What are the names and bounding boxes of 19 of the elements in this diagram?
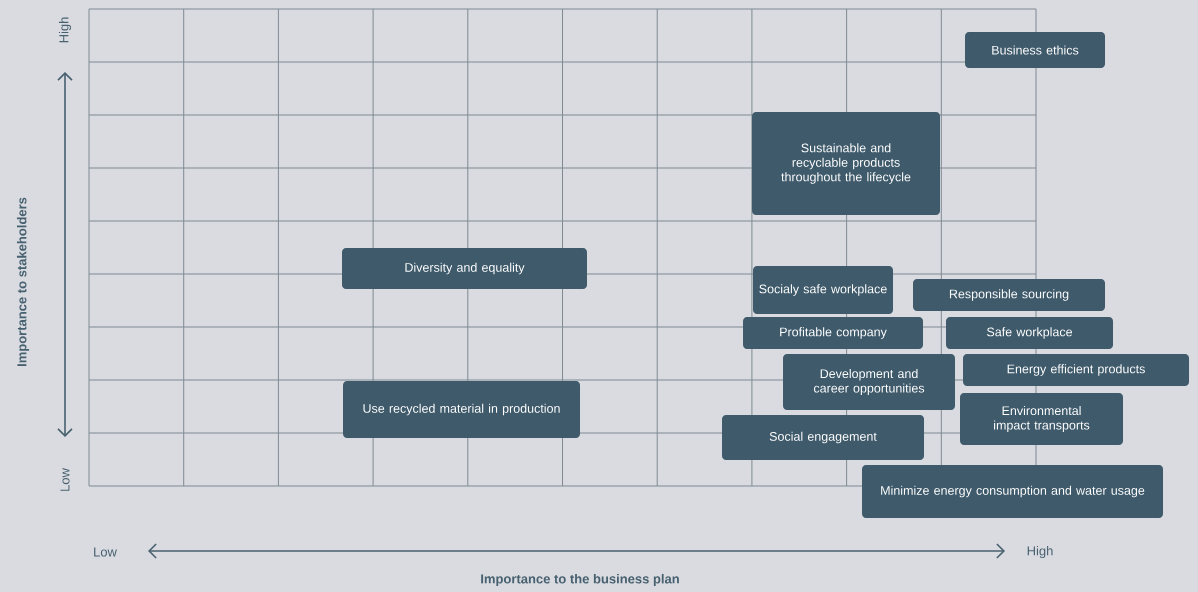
axis-label: Low (94, 547, 117, 557)
topic-box: Environmental impact transports (960, 393, 1123, 445)
axis-label: High (58, 17, 72, 43)
topic-box: Sustainable and recyclable products throughout the lifecycle (752, 112, 940, 215)
axis-label: High (1027, 545, 1053, 559)
topic-box: Profitable company (743, 317, 923, 349)
axis-title: Importance to stakeholders (16, 197, 30, 367)
topic-box: Diversity and equality (342, 248, 587, 289)
topic-box: Use recycled material in production (343, 381, 580, 438)
topic-box: Development and career opportunities (783, 354, 955, 410)
topic-box: Social engagement (722, 415, 924, 460)
axis-label: Low (60, 468, 70, 491)
topic-box: Energy efficient products (963, 354, 1189, 386)
topic-box: Socialy safe workplace (753, 266, 893, 314)
topic-box: Minimize energy consumption and water usage (862, 465, 1163, 518)
axis-title: Importance to the business plan (481, 573, 679, 587)
topic-box: Safe workplace (946, 317, 1113, 349)
topic-box: Responsible sourcing (913, 279, 1105, 311)
topic-box: Business ethics (965, 32, 1105, 68)
